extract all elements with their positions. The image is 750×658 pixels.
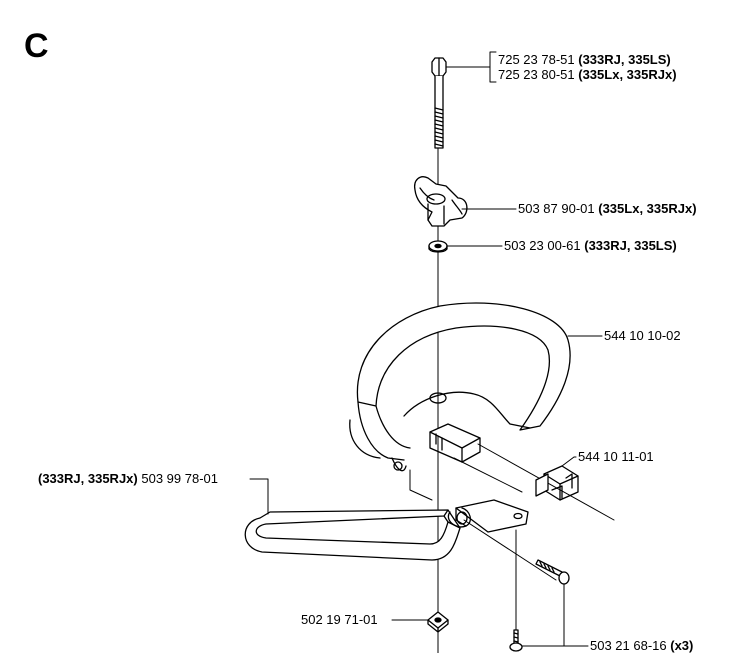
part-number: 503 99 78-01 <box>141 471 218 486</box>
leader-line <box>249 478 269 515</box>
projection-line <box>463 519 557 581</box>
callout-screws: 503 21 68-16 (x3) <box>590 638 693 653</box>
callout-bolt-b: 725 23 80-51 (335Lx, 335RJx) <box>498 67 677 82</box>
leader-line <box>561 456 577 467</box>
part-number: 503 21 68-16 <box>590 638 667 653</box>
part-number: 725 23 80-51 <box>498 67 575 82</box>
section-letter: C <box>24 27 49 65</box>
square-nut-icon <box>427 611 449 633</box>
callout-washer: 503 23 00-61 (333RJ, 335LS) <box>504 238 677 253</box>
callout-clamp: 544 10 11-01 <box>578 449 654 464</box>
model-list: (335Lx, 335RJx) <box>598 201 697 216</box>
model-list: (333RJ, 335LS) <box>578 52 671 67</box>
bolt-icon <box>431 57 447 149</box>
part-number: 725 23 78-51 <box>498 52 575 67</box>
model-list: (335Lx, 335RJx) <box>578 67 677 82</box>
guard-bar-icon <box>244 499 529 561</box>
projection-line <box>453 457 523 493</box>
leader-line <box>445 51 497 83</box>
projection-line <box>409 469 433 501</box>
clamp-icon <box>535 465 579 501</box>
wing-knob-icon <box>414 176 468 227</box>
part-number: 544 10 11-01 <box>578 449 654 464</box>
part-number: 503 87 90-01 <box>518 201 595 216</box>
screw-icon <box>535 559 570 585</box>
part-number: 544 10 10-02 <box>604 328 681 343</box>
loop-handle-icon <box>349 302 571 472</box>
model-list: (333RJ, 335RJx) <box>38 471 138 486</box>
callout-nut: 502 19 71-01 <box>301 612 378 627</box>
callout-guard-bar: (333RJ, 335RJx) 503 99 78-01 <box>38 471 218 486</box>
part-number: 503 23 00-61 <box>504 238 581 253</box>
callout-bolt-a: 725 23 78-51 (333RJ, 335LS) <box>498 52 671 67</box>
model-list: (333RJ, 335LS) <box>584 238 677 253</box>
part-number: 502 19 71-01 <box>301 612 378 627</box>
leader-line <box>521 583 589 647</box>
quantity: (x3) <box>670 638 694 653</box>
callout-knob: 503 87 90-01 (335Lx, 335RJx) <box>518 201 697 216</box>
screw-icon <box>509 629 523 652</box>
washer-icon <box>428 240 448 253</box>
callout-loop-handle: 544 10 10-02 <box>604 328 681 343</box>
